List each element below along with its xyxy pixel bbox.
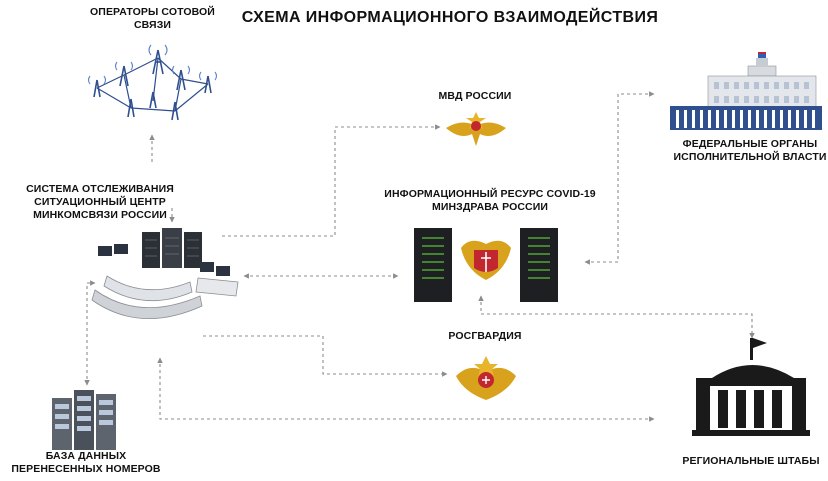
regional-building-icon bbox=[692, 338, 810, 436]
arrow-tracking-mvd bbox=[222, 124, 441, 237]
government-building-icon bbox=[670, 52, 822, 130]
mvd-emblem-icon bbox=[446, 112, 506, 146]
arrow-tracking-regional bbox=[157, 357, 655, 422]
arrow-covid-regional bbox=[478, 295, 755, 339]
rosgvardia-label: РОСГВАРДИЯ bbox=[448, 330, 522, 342]
cell-tower-network-icon bbox=[87, 44, 218, 121]
diagram-title: СХЕМА ИНФОРМАЦИОННОГО ВЗАИМОДЕЙСТВИЯ bbox=[241, 9, 659, 26]
mvd-label: МВД РОССИИ bbox=[438, 90, 512, 102]
server-emblem-icon bbox=[414, 228, 558, 302]
regional-label: РЕГИОНАЛЬНЫЕ ШТАБЫ bbox=[682, 455, 820, 467]
arrow-database-tracking bbox=[84, 280, 96, 386]
situation-center-icon bbox=[91, 228, 239, 319]
database-server-icon bbox=[52, 390, 116, 450]
arrow-operators-tracking bbox=[152, 135, 172, 222]
arrow-covid-federal bbox=[584, 91, 655, 265]
arrow-tracking-rosgvardia bbox=[203, 335, 448, 377]
connectors bbox=[84, 91, 755, 422]
rosgvardia-emblem-icon bbox=[456, 356, 516, 400]
